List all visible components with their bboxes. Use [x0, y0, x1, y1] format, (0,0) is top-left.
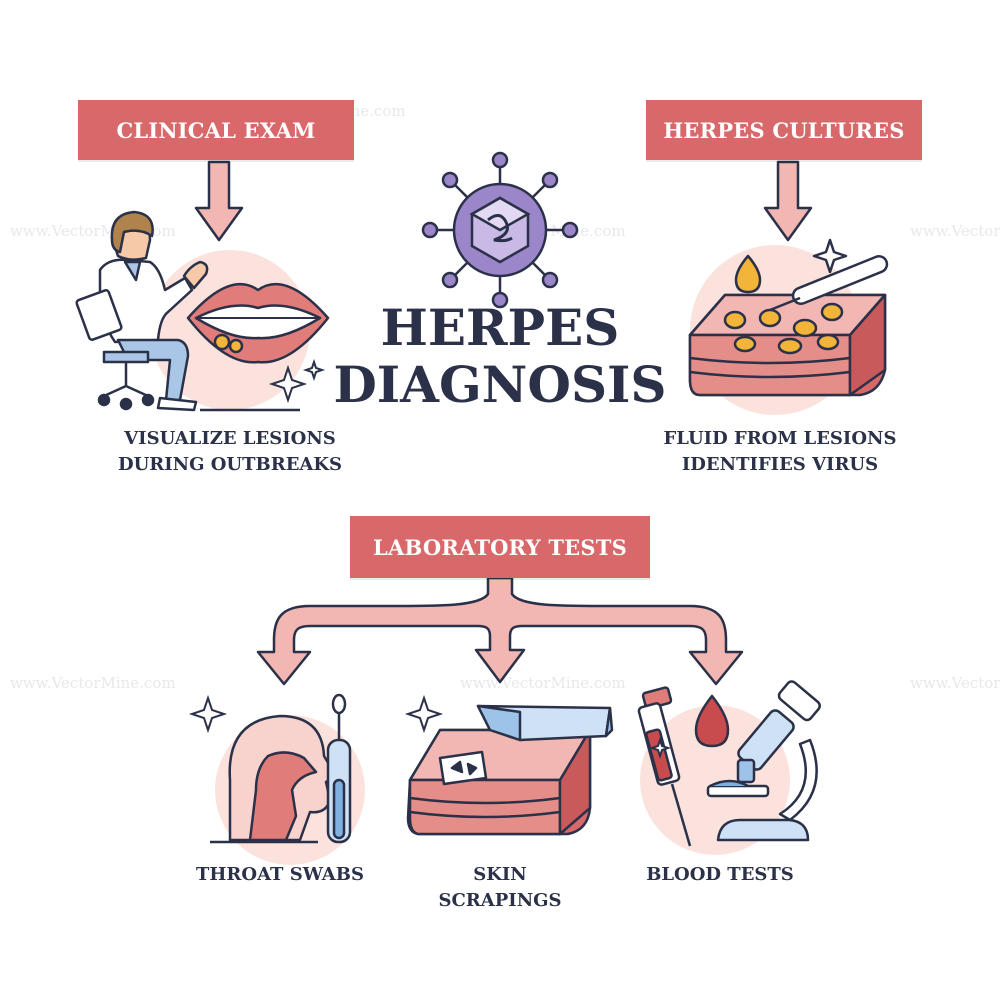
watermark-text: www.VectorMine.com [10, 674, 176, 692]
sparkle-icon [188, 694, 228, 734]
watermark-text: www.VectorMine.com [910, 222, 1000, 240]
title-line-1: HERPES [380, 298, 620, 357]
clinical-exam-label: CLINICAL EXAM [116, 117, 316, 143]
sparkle-icon [648, 736, 672, 760]
doctor-icon [75, 210, 300, 412]
laboratory-tests-label: LABORATORY TESTS [373, 534, 627, 560]
virus-icon [421, 151, 579, 309]
clinical-exam-box: CLINICAL EXAM [78, 100, 354, 160]
watermark-text: www.VectorMine.com [460, 674, 626, 692]
herpes-cultures-box: HERPES CULTURES [646, 100, 922, 160]
clinical-caption-line-2: DURING OUTBREAKS [117, 454, 343, 475]
cultures-caption: FLUID FROM LESIONS IDENTIFIES VIRUS [630, 426, 930, 478]
throat-icon [210, 714, 338, 844]
blood-caption: BLOOD TESTS [600, 862, 840, 888]
skin-caption: SKIN SCRAPINGS [390, 862, 610, 914]
skin-culture-icon [688, 238, 889, 397]
throat-caption: THROAT SWABS [160, 862, 400, 888]
sparkle-icon [268, 358, 326, 404]
laboratory-tests-box: LABORATORY TESTS [350, 516, 650, 578]
swab-icon [326, 693, 352, 844]
watermark-text: www.VectorMine.com [910, 674, 1000, 692]
microscope-icon [706, 680, 821, 842]
cultures-caption-line-2: IDENTIFIES VIRUS [681, 454, 879, 475]
lips-icon [186, 282, 330, 364]
arrow-clinical [194, 160, 244, 242]
skin-caption-line-2: SCRAPINGS [438, 890, 562, 911]
cultures-caption-line-1: FLUID FROM LESIONS [663, 428, 897, 449]
herpes-cultures-label: HERPES CULTURES [663, 117, 905, 143]
skin-scraping-icon [406, 704, 614, 836]
title-line-2: DIAGNOSIS [333, 355, 667, 414]
throat-caption-text: THROAT SWABS [196, 864, 364, 885]
clinical-caption-line-1: VISUALIZE LESIONS [124, 428, 336, 449]
arrow-laboratory-branches [256, 576, 744, 686]
arrow-cultures [763, 160, 813, 242]
page-title: HERPES DIAGNOSIS [330, 300, 670, 414]
clinical-caption: VISUALIZE LESIONS DURING OUTBREAKS [80, 426, 380, 478]
blood-caption-text: BLOOD TESTS [646, 864, 794, 885]
skin-caption-line-1: SKIN [473, 864, 527, 885]
sparkle-icon [404, 694, 444, 734]
